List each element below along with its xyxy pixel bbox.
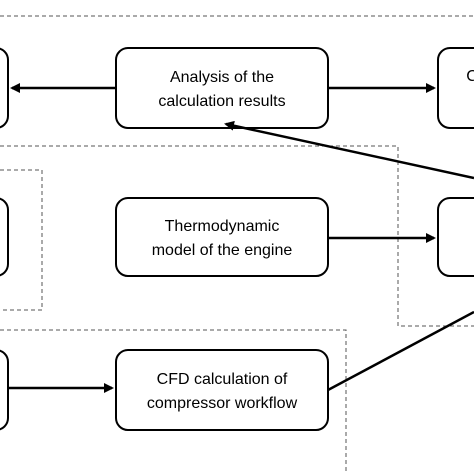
arrow-right-to-analysis bbox=[224, 120, 474, 180]
left-box-top-partial bbox=[0, 47, 9, 129]
dashed-group-left-middle bbox=[0, 169, 43, 311]
right-box-top-partial-label: C bbox=[466, 68, 474, 85]
left-box-middle-partial bbox=[0, 197, 9, 277]
right-box-middle-partial bbox=[437, 197, 474, 277]
right-box-top-partial bbox=[437, 47, 474, 129]
cfd-calculation-label-line2: compressor workflow bbox=[147, 395, 298, 412]
analysis-results-box bbox=[115, 47, 329, 129]
thermodynamic-model-label-line2: model of the engine bbox=[152, 242, 293, 259]
thermodynamic-model-label-line1: Thermodynamic bbox=[165, 218, 280, 235]
thermodynamic-model-box bbox=[115, 197, 329, 277]
arrow-cfd-to-right bbox=[327, 310, 474, 392]
left-box-bottom-partial bbox=[0, 349, 9, 431]
dashed-group-right bbox=[0, 145, 474, 327]
dashed-group-bottom bbox=[0, 329, 347, 474]
analysis-results-label-line2: calculation results bbox=[158, 93, 285, 110]
cfd-calculation-box bbox=[115, 349, 329, 431]
analysis-results-label-line1: Analysis of the bbox=[170, 69, 274, 86]
cfd-calculation-label-line1: CFD calculation of bbox=[157, 371, 288, 388]
